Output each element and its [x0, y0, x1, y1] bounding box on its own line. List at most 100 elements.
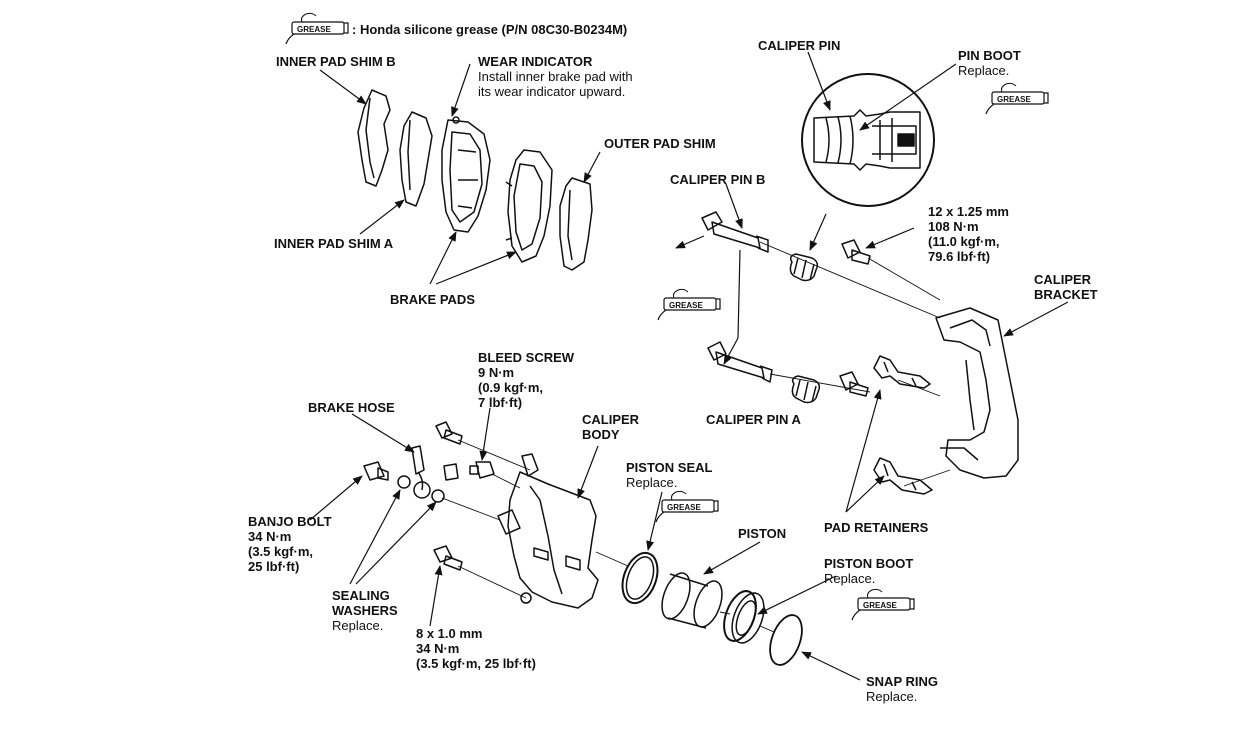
inner-pad-shim-b-part	[357, 89, 391, 187]
label-sealing-washers-line2: WASHERS	[332, 603, 398, 618]
piston-boot-part	[723, 590, 765, 644]
label-bolt-spec-8: 8 x 1.0 mm 34 N·m (3.5 kgf·m, 25 lbf·ft)	[416, 626, 536, 671]
label-inner-pad-shim-b: INNER PAD SHIM B	[276, 54, 396, 69]
label-sealing-washers-line1: SEALING	[332, 588, 390, 603]
grease-tag-text-pin-boot: GREASE	[997, 95, 1031, 104]
outer-brake-pad-part	[505, 149, 553, 263]
label-outer-pad-shim-name: OUTER PAD SHIM	[604, 136, 716, 151]
bleed-screw-cap-part	[443, 463, 459, 481]
label-banjo-bolt: BANJO BOLT 34 N·m (3.5 kgf·m, 25 lbf·ft)	[248, 514, 332, 574]
grease-tag-text-piston-boot: GREASE	[863, 601, 897, 610]
outer-pad-shim-part	[559, 177, 593, 271]
label-piston-boot-note: Replace.	[824, 571, 876, 586]
label-caliper-bracket-line1: CALIPER	[1034, 272, 1092, 287]
bracket-bolt-lower-part	[839, 371, 869, 397]
label-bolt-spec-12-line4: 79.6 lbf·ft)	[928, 249, 991, 264]
label-piston-boot-name: PISTON BOOT	[824, 556, 914, 571]
label-brake-hose-name: BRAKE HOSE	[308, 400, 395, 415]
label-bolt-spec-8-line2: 34 N·m	[416, 641, 460, 656]
label-outer-pad-shim: OUTER PAD SHIM	[604, 136, 716, 151]
brake-hose-part	[411, 445, 425, 491]
label-pin-boot: PIN BOOT Replace.	[958, 48, 1021, 78]
label-banjo-bolt-name: BANJO BOLT	[248, 514, 332, 529]
label-bleed-screw-line2: 9 N·m	[478, 365, 515, 380]
label-bolt-spec-12-line3: (11.0 kgf·m,	[928, 234, 1000, 249]
pin-boot-upper-part	[789, 253, 819, 282]
label-inner-pad-shim-a-name: INNER PAD SHIM A	[274, 236, 394, 251]
label-banjo-bolt-line4: 25 lbf·ft)	[248, 559, 300, 574]
label-pin-boot-note: Replace.	[958, 63, 1010, 78]
label-bolt-spec-12-line1: 12 x 1.25 mm	[928, 204, 1009, 219]
legend-text: : Honda silicone grease (P/N 08C30-B0234…	[352, 22, 628, 37]
label-bleed-screw-line4: 7 lbf·ft)	[478, 395, 523, 410]
label-pad-retainers: PAD RETAINERS	[824, 520, 928, 535]
label-caliper-pin-name: CALIPER PIN	[758, 38, 841, 53]
label-brake-pads-name: BRAKE PADS	[390, 292, 475, 307]
label-snap-ring-note: Replace.	[866, 689, 918, 704]
grease-tag-text-caliper-pin: GREASE	[669, 301, 703, 310]
caliper-bracket-part	[935, 307, 1019, 479]
label-brake-pads: BRAKE PADS	[390, 292, 475, 307]
piston-seal-part	[621, 551, 659, 605]
caliper-pin-a-part	[707, 341, 773, 383]
leader-lines	[309, 51, 1069, 681]
label-piston-seal-note: Replace.	[626, 475, 678, 490]
label-bolt-spec-8-line3: (3.5 kgf·m, 25 lbf·ft)	[416, 656, 536, 671]
label-sealing-washers: SEALING WASHERS Replace.	[332, 588, 398, 633]
caliper-pin-b-part	[701, 211, 769, 253]
label-snap-ring-name: SNAP RING	[866, 674, 938, 689]
label-pad-retainers-name: PAD RETAINERS	[824, 520, 929, 535]
bleed-screw-part	[469, 461, 495, 479]
sealing-washer-2	[431, 489, 445, 503]
label-caliper-pin-a: CALIPER PIN A	[706, 412, 801, 427]
pin-boot-lower-part	[791, 375, 821, 404]
caliper-upper-bolt-part	[435, 421, 463, 445]
piston-part	[661, 572, 723, 629]
label-wear-indicator: WEAR INDICATOR Install inner brake pad w…	[478, 54, 633, 99]
label-pin-boot-name: PIN BOOT	[958, 48, 1021, 63]
label-piston-boot: PISTON BOOT Replace.	[824, 556, 913, 586]
label-bleed-screw: BLEED SCREW 9 N·m (0.9 kgf·m, 7 lbf·ft)	[478, 350, 574, 410]
label-banjo-bolt-line2: 34 N·m	[248, 529, 292, 544]
assembly-axes	[441, 241, 951, 633]
caliper-body-part	[497, 453, 599, 609]
label-piston-name: PISTON	[738, 526, 787, 541]
label-caliper-body: CALIPER BODY	[582, 412, 639, 442]
label-wear-indicator-name: WEAR INDICATOR	[478, 54, 593, 69]
grease-tag-text-piston-seal: GREASE	[667, 503, 701, 512]
label-caliper-bracket-line2: BRACKET	[1034, 287, 1098, 302]
label-wear-indicator-note2: its wear indicator upward.	[478, 84, 626, 99]
label-bolt-spec-8-line1: 8 x 1.0 mm	[416, 626, 483, 641]
label-bleed-screw-name: BLEED SCREW	[478, 350, 575, 365]
label-caliper-pin-b-name: CALIPER PIN B	[670, 172, 766, 187]
label-piston-seal: PISTON SEAL Replace.	[626, 460, 712, 490]
pad-retainer-lower-part	[873, 457, 933, 495]
sealing-washer-1	[397, 475, 411, 489]
label-piston-seal-name: PISTON SEAL	[626, 460, 713, 475]
label-snap-ring: SNAP RING Replace.	[866, 674, 938, 704]
banjo-bolt-part	[363, 461, 389, 481]
label-inner-pad-shim-b-name: INNER PAD SHIM B	[276, 54, 396, 69]
label-inner-pad-shim-a: INNER PAD SHIM A	[274, 236, 393, 251]
inner-brake-pad-part	[441, 116, 491, 233]
snap-ring-part	[769, 614, 803, 666]
label-caliper-body-line2: BODY	[582, 427, 620, 442]
label-caliper-bracket: CALIPER BRACKET	[1034, 272, 1098, 302]
label-caliper-pin: CALIPER PIN	[758, 38, 840, 53]
label-brake-hose: BRAKE HOSE	[308, 400, 395, 415]
bracket-bolt-upper-part	[841, 239, 871, 265]
label-caliper-pin-a-name: CALIPER PIN A	[706, 412, 801, 427]
inner-pad-shim-a-part	[399, 111, 433, 207]
pad-retainer-upper-part	[873, 355, 931, 389]
label-piston: PISTON	[738, 526, 786, 541]
label-bleed-screw-line3: (0.9 kgf·m,	[478, 380, 544, 395]
caliper-pin-detail-circle	[801, 73, 935, 207]
label-bolt-spec-12: 12 x 1.25 mm 108 N·m (11.0 kgf·m, 79.6 l…	[928, 204, 1009, 264]
label-bolt-spec-12-line2: 108 N·m	[928, 219, 979, 234]
grease-tag-text-legend: GREASE	[297, 25, 331, 34]
label-banjo-bolt-line3: (3.5 kgf·m,	[248, 544, 314, 559]
caliper-lower-bolt-part	[433, 545, 463, 571]
label-wear-indicator-note1: Install inner brake pad with	[478, 69, 633, 84]
label-caliper-pin-b: CALIPER PIN B	[670, 172, 765, 187]
